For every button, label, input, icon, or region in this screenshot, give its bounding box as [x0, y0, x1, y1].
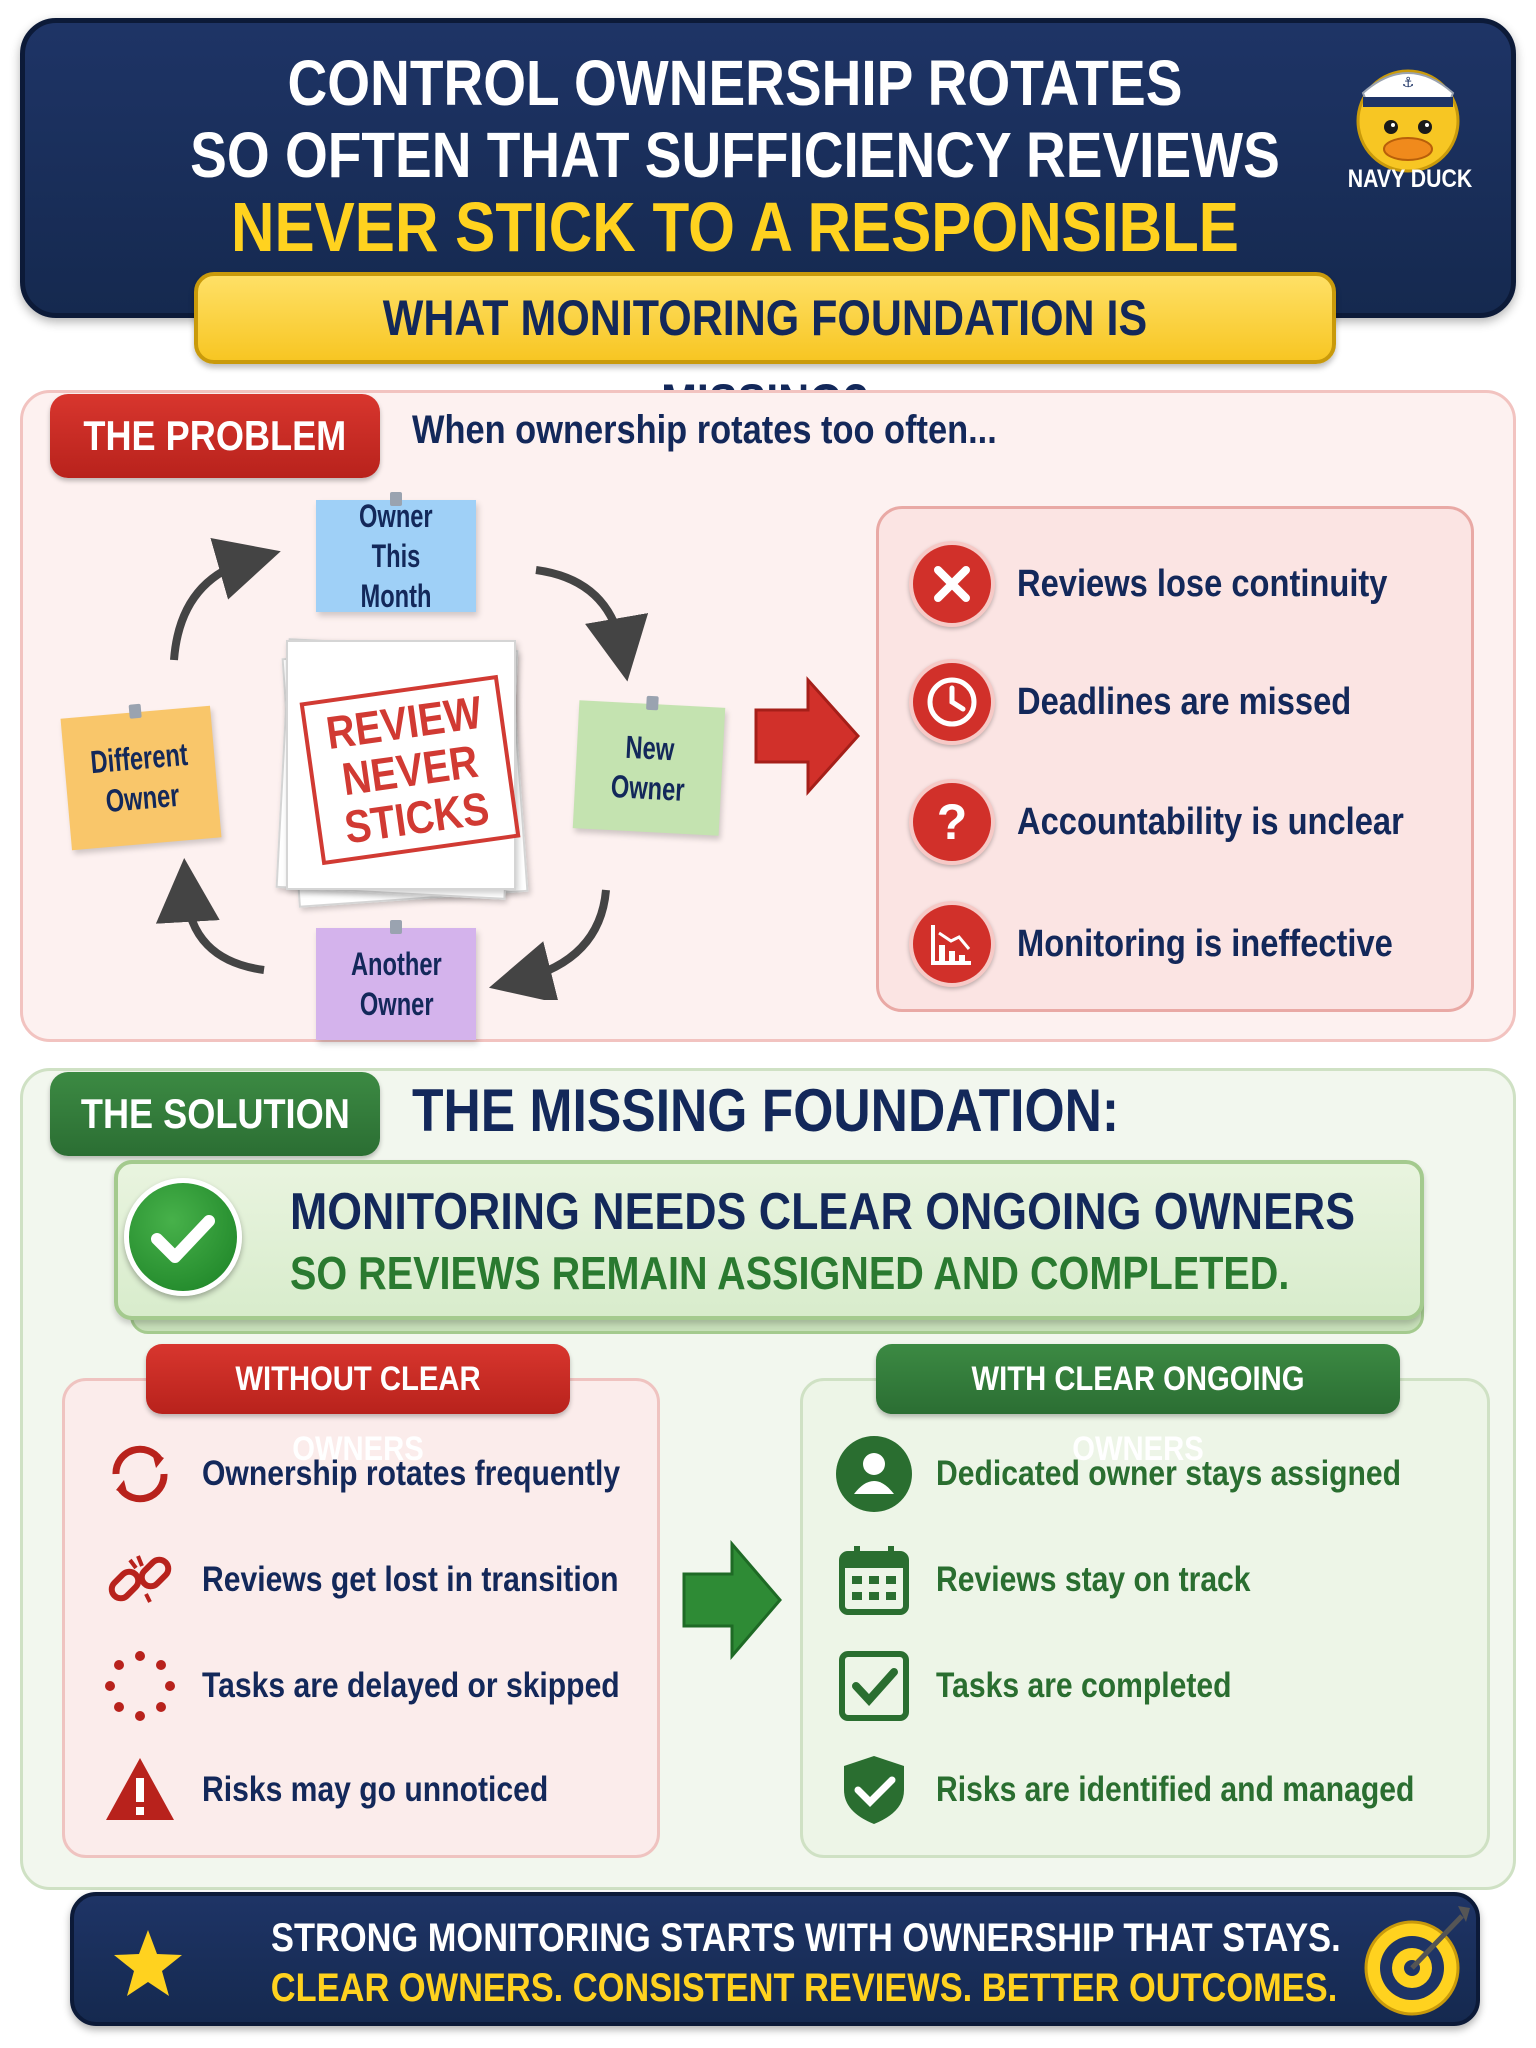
dotted-circle-icon: [100, 1646, 180, 1726]
logo-label: NAVY DUCK: [1347, 165, 1473, 193]
header-line-1: CONTROL OWNERSHIP ROTATES: [287, 47, 1183, 119]
calendar-icon: [834, 1540, 914, 1620]
list-item: Tasks are delayed or skipped: [100, 1646, 688, 1726]
with-owners-title-text: WITH CLEAR ONGOING OWNERS: [971, 1360, 1305, 1468]
list-item: Dedicated owner stays assigned: [834, 1434, 1477, 1514]
problem-subtitle: When ownership rotates too often...: [412, 408, 1092, 453]
cycle-arrows-icon: [155, 538, 649, 1000]
effect-item: Monitoring is ineffective: [909, 899, 1454, 989]
solution-tag-label: THE SOLUTION: [80, 1090, 350, 1137]
check-circle-icon: [124, 1178, 242, 1296]
effect-item: Reviews lose continuity: [909, 539, 1448, 629]
svg-text:⚓: ⚓: [1402, 75, 1415, 91]
problem-tag: THE PROBLEM: [50, 394, 380, 478]
without-owners-title-text: WITHOUT CLEAR OWNERS: [235, 1360, 481, 1468]
without-item-text-2: Reviews get lost in transition: [202, 1560, 619, 1599]
without-item-text-3: Tasks are delayed or skipped: [202, 1666, 620, 1705]
without-item-text-1: Ownership rotates frequently: [202, 1454, 621, 1493]
without-item-text-4: Risks may go unnoticed: [202, 1770, 549, 1809]
footer-line-2: CLEAR OWNERS. CONSISTENT REVIEWS. BETTER…: [270, 1966, 1338, 2010]
problem-subtitle-text: When ownership rotates too often...: [412, 408, 997, 452]
note-4-line-2: Owner: [104, 776, 181, 820]
x-icon: [909, 541, 995, 627]
effect-item: Deadlines are missed: [909, 657, 1406, 747]
duck-logo-icon: ⚓: [1356, 69, 1460, 173]
header-line-2: SO OFTEN THAT SUFFICIENCY REVIEWS: [190, 119, 1280, 191]
list-item: Ownership rotates frequently: [100, 1434, 688, 1514]
solution-tag: THE SOLUTION: [50, 1072, 380, 1156]
list-item: Reviews get lost in transition: [100, 1540, 686, 1620]
without-owners-title: WITHOUT CLEAR OWNERS: [146, 1344, 570, 1468]
clock-icon: [909, 659, 995, 745]
banner-line-2: SO REVIEWS REMAIN ASSIGNED AND COMPLETED…: [290, 1247, 1290, 1299]
with-owners-panel: [800, 1378, 1490, 1858]
effect-text-1: Reviews lose continuity: [1017, 562, 1388, 605]
with-owners-title: WITH CLEAR ONGOING OWNERS: [876, 1344, 1400, 1468]
list-item: Risks are identified and managed: [834, 1750, 1492, 1830]
chart-down-icon: [909, 901, 995, 987]
list-item: Reviews stay on track: [834, 1540, 1302, 1620]
list-item: Risks may go unnoticed: [100, 1750, 605, 1830]
effect-text-3: Accountability is unclear: [1017, 800, 1404, 843]
question-banner: WHAT MONITORING FOUNDATION IS MISSING?: [194, 272, 1336, 430]
problem-tag-label: THE PROBLEM: [83, 412, 347, 459]
note-1-line-2: This Month: [360, 538, 432, 614]
with-item-text-2: Reviews stay on track: [936, 1560, 1251, 1599]
target-icon: [1364, 1906, 1470, 2016]
footer-line-1: STRONG MONITORING STARTS WITH OWNERSHIP …: [271, 1916, 1341, 1960]
footer-banner: STRONG MONITORING STARTS WITH OWNERSHIP …: [70, 1892, 1480, 2026]
green-arrow-icon: [682, 1540, 782, 1660]
review-never-sticks-stamp: REVIEW NEVER STICKS: [299, 674, 521, 866]
note-2-line-1: New: [624, 728, 676, 768]
with-item-text-1: Dedicated owner stays assigned: [936, 1454, 1402, 1493]
problem-effects-box: Reviews lose continuity Deadlines are mi…: [876, 506, 1474, 1012]
banner-line-1: MONITORING NEEDS CLEAR ONGOING OWNERS: [290, 1183, 1356, 1241]
note-1-line-1: Owner: [359, 498, 433, 534]
effect-text-2: Deadlines are missed: [1017, 680, 1352, 723]
warning-icon: [100, 1750, 180, 1830]
checkbox-icon: [834, 1646, 914, 1726]
rotate-icon: [100, 1434, 180, 1514]
solution-title: THE MISSING FOUNDATION:: [412, 1076, 1234, 1145]
broken-link-icon: [100, 1540, 180, 1620]
list-item: Tasks are completed: [834, 1646, 1280, 1726]
note-3-line-1: Another: [350, 946, 442, 982]
red-arrow-icon: [754, 676, 861, 796]
solution-banner: MONITORING NEEDS CLEAR ONGOING OWNERS SO…: [114, 1160, 1424, 1320]
question-icon: ?: [909, 779, 995, 865]
note-3-line-2: Owner: [359, 986, 433, 1022]
with-item-text-3: Tasks are completed: [936, 1666, 1232, 1705]
star-icon: [114, 1930, 182, 1996]
effect-text-4: Monitoring is ineffective: [1017, 922, 1393, 965]
user-icon: [834, 1434, 914, 1514]
effect-item: ? Accountability is unclear: [909, 777, 1467, 867]
solution-title-text: THE MISSING FOUNDATION:: [412, 1077, 1120, 1144]
with-item-text-4: Risks are identified and managed: [936, 1770, 1415, 1809]
note-2-line-2: Owner: [610, 768, 686, 808]
shield-check-icon: [834, 1750, 914, 1830]
